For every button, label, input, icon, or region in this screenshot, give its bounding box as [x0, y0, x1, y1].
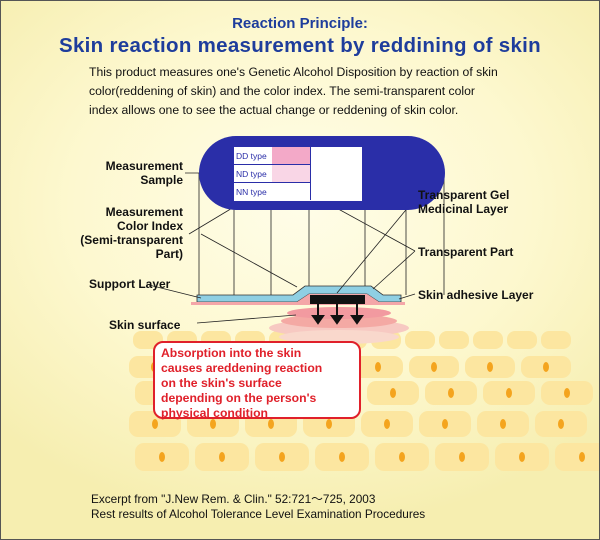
cell-nucleus — [519, 452, 525, 462]
cell-nucleus — [219, 452, 225, 462]
skin-cell — [439, 331, 469, 349]
skin-cell — [555, 443, 599, 471]
cell-nucleus — [375, 362, 381, 372]
intro-line: color(reddening of skin) and the color i… — [89, 84, 475, 98]
cell-nucleus — [152, 419, 158, 429]
dd-label-cell: DD type — [234, 147, 273, 165]
cell-nucleus — [268, 419, 274, 429]
cell-nucleus — [390, 388, 396, 398]
cell-nucleus — [210, 419, 216, 429]
nd-label-cell: ND type — [234, 165, 273, 183]
cell-nucleus — [579, 452, 585, 462]
citation-line: Rest results of Alcohol Tolerance Level … — [91, 507, 426, 521]
cell-nucleus — [399, 452, 405, 462]
label-line: Transparent Gel — [418, 188, 510, 202]
callout-line: physical condition — [161, 406, 268, 420]
label-transparent-part: Transparent Part — [418, 245, 514, 259]
cell-nucleus — [326, 419, 332, 429]
nd-color-swatch — [272, 165, 311, 183]
cell-nucleus — [159, 452, 165, 462]
cell-nucleus — [487, 362, 493, 372]
cell-nucleus — [431, 362, 437, 372]
label-line: Medicinal Layer — [418, 202, 509, 216]
label-color-index: Measurement Color Index (Semi-transparen… — [41, 205, 183, 261]
label-measurement-sample: Measurement Sample — [71, 159, 183, 187]
intro-line: This product measures one's Genetic Alco… — [89, 65, 498, 79]
label-line: Color Index — [116, 219, 183, 233]
citation: Excerpt from "J.New Rem. & Clin." 52:721… — [91, 492, 425, 522]
label-line: Measurement — [105, 205, 183, 219]
cell-nucleus — [500, 419, 506, 429]
cell-nucleus — [448, 388, 454, 398]
cell-nucleus — [459, 452, 465, 462]
skin-cell — [507, 331, 537, 349]
intro-paragraph: This product measures one's Genetic Alco… — [89, 63, 529, 120]
skin-cell — [473, 331, 503, 349]
citation-line: Excerpt from "J.New Rem. & Clin." 52:721… — [91, 492, 376, 506]
callout-line: Absorption into the skin — [161, 346, 302, 360]
label-adhesive-layer: Skin adhesive Layer — [418, 288, 534, 302]
cell-nucleus — [279, 452, 285, 462]
color-index-table: DD type ND type NN type — [233, 146, 363, 202]
label-line: Part) — [155, 247, 183, 261]
callout-line: on the skin's surface — [161, 376, 282, 390]
cell-nucleus — [558, 419, 564, 429]
skin-cell — [405, 331, 435, 349]
label-line: (Semi-transparent — [80, 233, 183, 247]
guide-lines — [198, 173, 445, 295]
gel-layer — [310, 295, 365, 304]
nn-label-cell: NN type — [234, 183, 273, 200]
reddening-zone — [269, 307, 409, 344]
diagram-title: Skin reaction measurement by reddining o… — [59, 34, 541, 57]
intro-line: index allows one to see the actual chang… — [89, 103, 459, 117]
cell-nucleus — [564, 388, 570, 398]
label-gel-layer: Transparent Gel Medicinal Layer — [418, 188, 509, 216]
diagram-kicker: Reaction Principle: — [232, 15, 368, 32]
label-support-layer: Support Layer — [89, 277, 171, 291]
label-line: Measurement — [105, 159, 183, 173]
callout-line: causes areddening reaction — [161, 361, 323, 375]
nn-type-label: NN type — [236, 187, 267, 197]
absorption-callout: Absorption into the skin causes areddeni… — [153, 341, 361, 420]
cell-nucleus — [506, 388, 512, 398]
cell-nucleus — [384, 419, 390, 429]
nn-color-swatch — [272, 183, 311, 200]
cell-nucleus — [442, 419, 448, 429]
label-skin-surface: Skin surface — [109, 318, 181, 332]
nd-type-label: ND type — [236, 169, 267, 179]
dd-type-label: DD type — [236, 151, 267, 161]
cell-nucleus — [339, 452, 345, 462]
absorption-arrows — [311, 304, 364, 325]
skin-cell — [541, 331, 571, 349]
cell-nucleus — [543, 362, 549, 372]
patch — [191, 285, 405, 305]
callout-line: depending on the person's — [161, 391, 317, 405]
dd-color-swatch — [272, 147, 311, 165]
label-line: Sample — [140, 173, 183, 187]
